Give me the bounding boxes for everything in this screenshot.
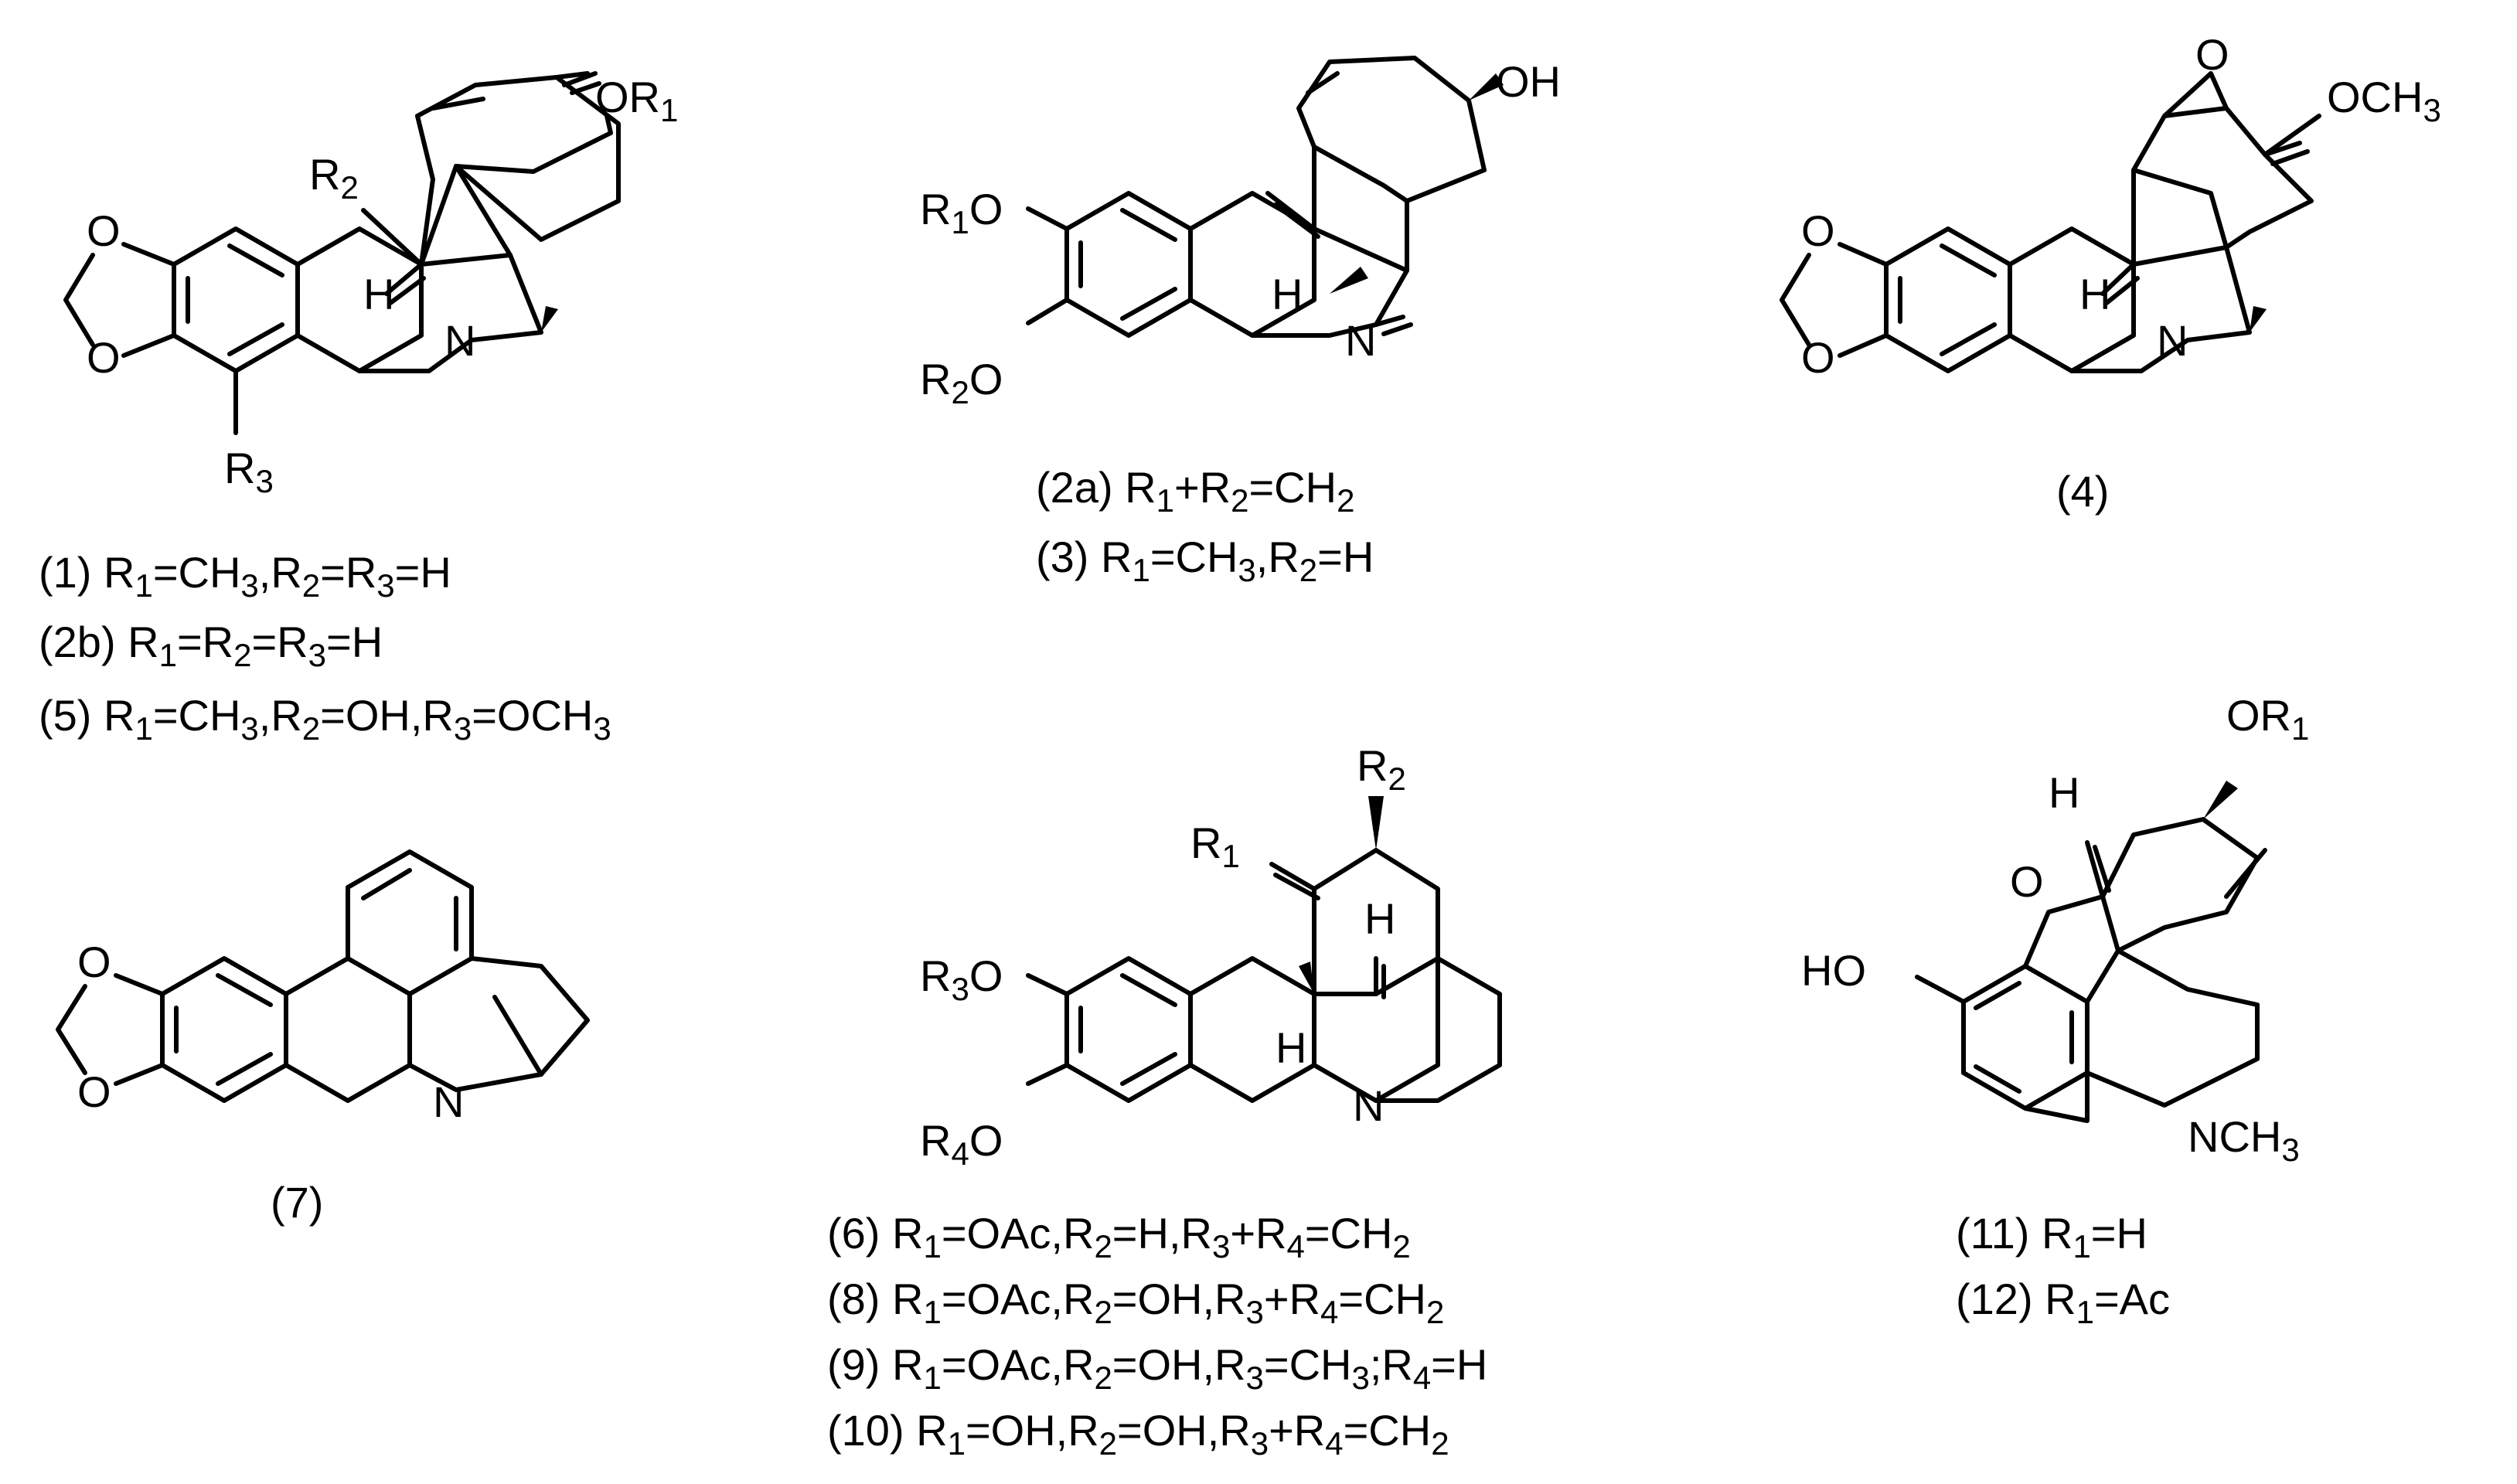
s5-caption-1: (8) R1=OAc,R2=OH,R3+R4=CH2 [827, 1275, 1444, 1330]
s2-atom-h: H [1272, 270, 1303, 318]
s3-atom-o-top: O [1801, 206, 1835, 255]
s5-atom-n: N [1353, 1081, 1384, 1130]
s5-atom-r3o: R3O [920, 951, 1003, 1007]
structure-4-skeleton [56, 849, 590, 1103]
s6-caption-0: (11) R1=H [1956, 1209, 2147, 1264]
s5-caption-3: (10) R1=OH,R2=OH,R3+R4=CH2 [827, 1406, 1449, 1462]
s3-atom-h: H [2079, 270, 2110, 318]
s1-atom-h: H [363, 270, 394, 318]
s6-atom-nch3: NCH3 [2188, 1112, 2300, 1168]
s1-atom-or1: OR1 [595, 73, 678, 128]
s2-caption-0: (2a) R1+R2=CH2 [1036, 463, 1354, 519]
s1-atom-r2: R2 [309, 150, 359, 206]
s1-caption-1: (2b) R1=R2=R3=H [39, 618, 383, 673]
s4-atom-n: N [433, 1077, 464, 1126]
s1-caption-2: (5) R1=CH3,R2=OH,R3=OCH3 [39, 691, 611, 747]
s5-caption-2: (9) R1=OAc,R2=OH,R3=CH3;R4=H [827, 1340, 1487, 1396]
s1-atom-r3: R3 [224, 444, 274, 499]
s2-atom-r1o: R1O [920, 185, 1003, 240]
s3-atom-o-epoxide: O [2195, 30, 2229, 79]
s2-caption-1: (3) R1=CH3,R2=H [1036, 533, 1374, 588]
s1-atom-n: N [444, 316, 475, 365]
s3-atom-n: N [2157, 316, 2188, 365]
s4-atom-o-top: O [77, 938, 111, 986]
s6-atom-h: H [2049, 768, 2079, 817]
structure-6-skeleton [1915, 781, 2267, 1123]
s5-atom-r2: R2 [1357, 741, 1406, 797]
s6-atom-ho: HO [1801, 946, 1866, 995]
structure-1-skeleton [63, 71, 621, 435]
structure-3-skeleton [1780, 71, 2321, 373]
s4-caption-0: (7) [271, 1178, 323, 1227]
s3-atom-och3: OCH3 [2327, 73, 2441, 128]
s5-atom-r1: R1 [1190, 819, 1240, 874]
s6-atom-or1: OR1 [2226, 691, 2309, 747]
s5-caption-0: (6) R1=OAc,R2=H,R3+R4=CH2 [827, 1209, 1411, 1264]
s1-caption-0: (1) R1=CH3,R2=R3=H [39, 548, 451, 604]
s5-atom-r4o: R4O [920, 1116, 1003, 1172]
s2-atom-oh: OH [1496, 57, 1561, 106]
s3-atom-o-bottom: O [1801, 333, 1835, 382]
structure-5-skeleton [1026, 796, 1502, 1103]
structure-2-skeleton [1026, 56, 1504, 338]
s5-atom-h-bottom: H [1276, 1023, 1306, 1072]
s5-atom-h-top: H [1364, 894, 1395, 943]
s6-atom-o: O [2010, 857, 2044, 906]
s3-caption-0: (4) [2056, 467, 2109, 516]
s1-atom-o-top: O [87, 206, 121, 255]
s2-atom-n: N [1345, 316, 1376, 365]
s1-atom-o-bottom: O [87, 333, 121, 382]
s4-atom-o-bottom: O [77, 1067, 111, 1116]
s6-caption-1: (12) R1=Ac [1956, 1275, 2170, 1330]
s2-atom-r2o: R2O [920, 355, 1003, 410]
